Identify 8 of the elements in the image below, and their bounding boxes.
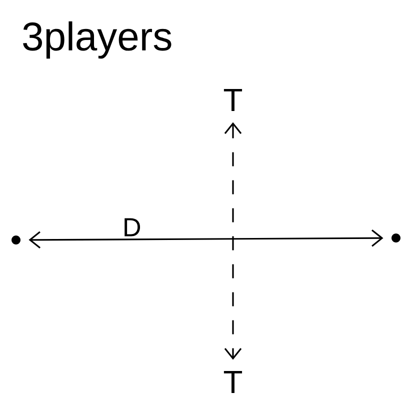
arrow: [28, 230, 384, 248]
arrow: [224, 122, 242, 360]
title: 3players: [23, 21, 172, 59]
edge-label: D: [122, 217, 142, 238]
letter-label: T: [224, 371, 242, 393]
letter-label: T: [224, 89, 242, 111]
dot: [12, 236, 20, 244]
dot: [392, 234, 400, 242]
